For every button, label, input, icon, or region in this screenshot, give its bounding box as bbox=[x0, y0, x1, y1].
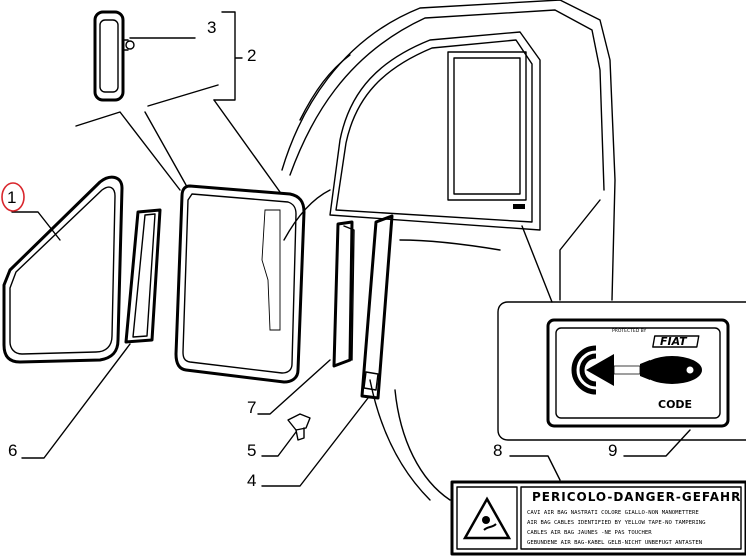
warning-line: AIR BAG CABLES IDENTIFIED BY YELLOW TAPE… bbox=[527, 520, 706, 526]
code-key-icon bbox=[571, 345, 702, 395]
callout-5[interactable]: 5 bbox=[247, 441, 256, 460]
callout-4[interactable]: 4 bbox=[247, 471, 256, 490]
callout-9[interactable]: 9 bbox=[608, 441, 617, 460]
fiat-logo: FIAT bbox=[660, 335, 688, 348]
warning-line: CAVI AIR BAG NASTRATI COLORE GIALLO-NON … bbox=[527, 510, 699, 516]
leader-lines bbox=[11, 11, 691, 487]
protected-by-text: PROTECTED BY bbox=[612, 328, 646, 334]
callout-1-highlight bbox=[1, 182, 25, 212]
part-2-window-glass bbox=[174, 184, 306, 384]
callout-1[interactable]: 1 bbox=[7, 188, 16, 207]
part-7-pillar-seal bbox=[332, 220, 355, 368]
warning-line: GEBUNDENE AIR BAG-KABEL GELB-NICHT UNBEF… bbox=[527, 540, 702, 546]
code-text: CODE bbox=[658, 398, 692, 411]
callout-7[interactable]: 7 bbox=[247, 398, 256, 417]
callout-2[interactable]: 2 bbox=[247, 46, 256, 65]
vehicle-body-outline bbox=[281, 0, 616, 501]
code-label-detail: PROTECTED BY FIAT CODE bbox=[497, 301, 746, 441]
callout-3[interactable]: 3 bbox=[207, 18, 216, 37]
airbag-hazard-icon bbox=[462, 496, 512, 540]
warning-title: PERICOLO-DANGER-GEFAHR bbox=[532, 490, 741, 504]
airbag-warning-label: PERICOLO-DANGER-GEFAHR CAVI AIR BAG NAST… bbox=[450, 480, 746, 556]
sensor-mark bbox=[513, 204, 525, 209]
part-3-lamp bbox=[93, 10, 135, 102]
callout-6[interactable]: 6 bbox=[8, 441, 17, 460]
part-6-seal-strip bbox=[124, 208, 162, 344]
part-4-pillar-trim bbox=[360, 214, 394, 400]
part-5-clip bbox=[287, 413, 311, 441]
part-1-window-seal bbox=[2, 175, 124, 364]
callout-8[interactable]: 8 bbox=[493, 441, 502, 460]
warning-line: CABLES AIR BAG JAUNES -NE PAS TOUCHER bbox=[527, 530, 652, 536]
